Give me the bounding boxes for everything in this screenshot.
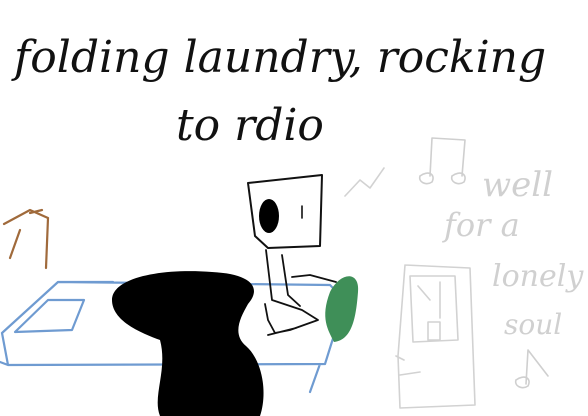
green-shirt <box>325 276 359 342</box>
lyric-line-1: well <box>482 165 553 205</box>
caption-line-1: folding laundry, rocking <box>11 32 546 83</box>
music-note-icon <box>514 349 549 389</box>
lyric-line-2: for a <box>442 206 520 244</box>
stick-figure <box>247 174 337 336</box>
headboard <box>2 208 50 270</box>
hair-patch <box>259 199 279 233</box>
lyric-line-3: lonely <box>492 259 584 294</box>
caption-line-2: to rdio <box>176 100 324 151</box>
radio-drawing <box>344 167 476 409</box>
lyric-line-4: soul <box>504 308 562 341</box>
laundry-pile <box>112 271 264 416</box>
double-music-note-icon <box>418 137 466 185</box>
